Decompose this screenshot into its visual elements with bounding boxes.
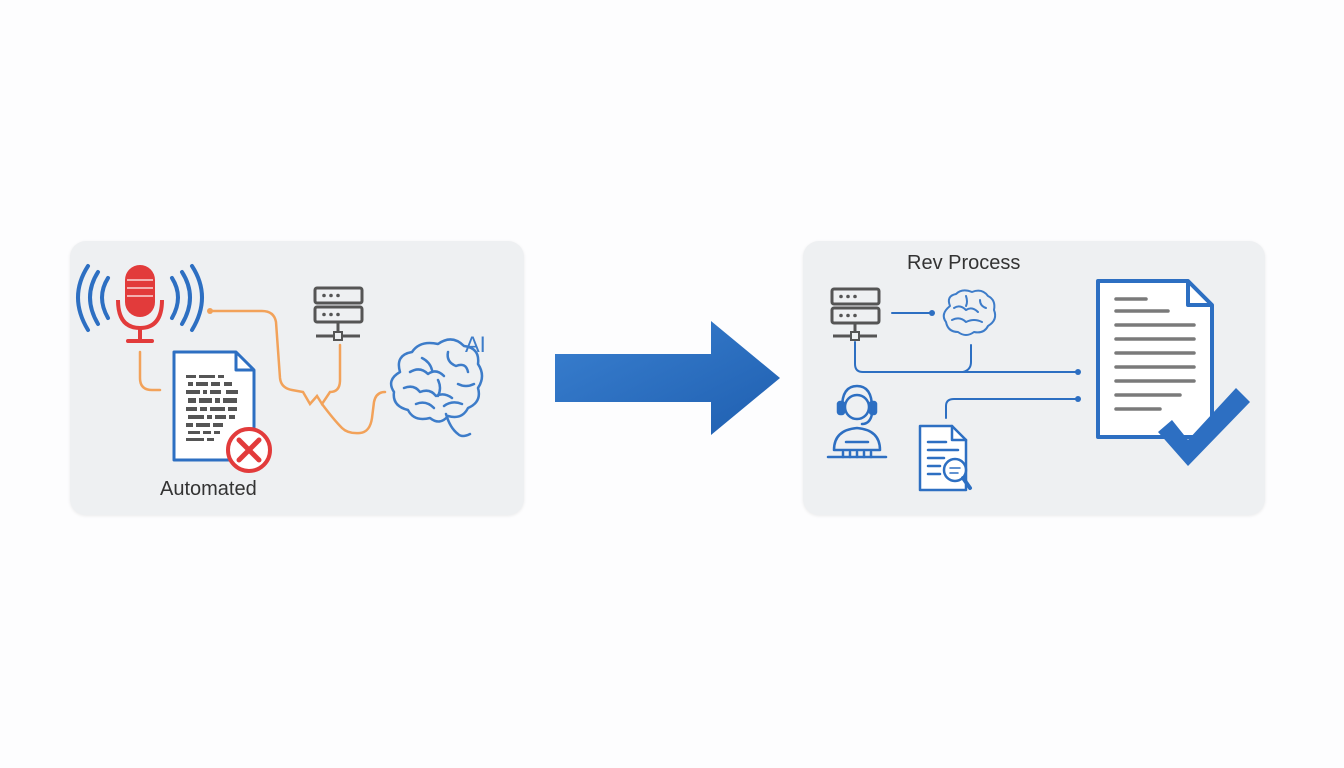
- transition-arrow: [555, 321, 780, 435]
- automated-panel: [70, 241, 524, 515]
- automated-label: Automated: [160, 478, 257, 500]
- ai-label: AI: [465, 332, 486, 357]
- rev-process-title: Rev Process: [907, 252, 1021, 274]
- rev-process-panel: [803, 241, 1265, 515]
